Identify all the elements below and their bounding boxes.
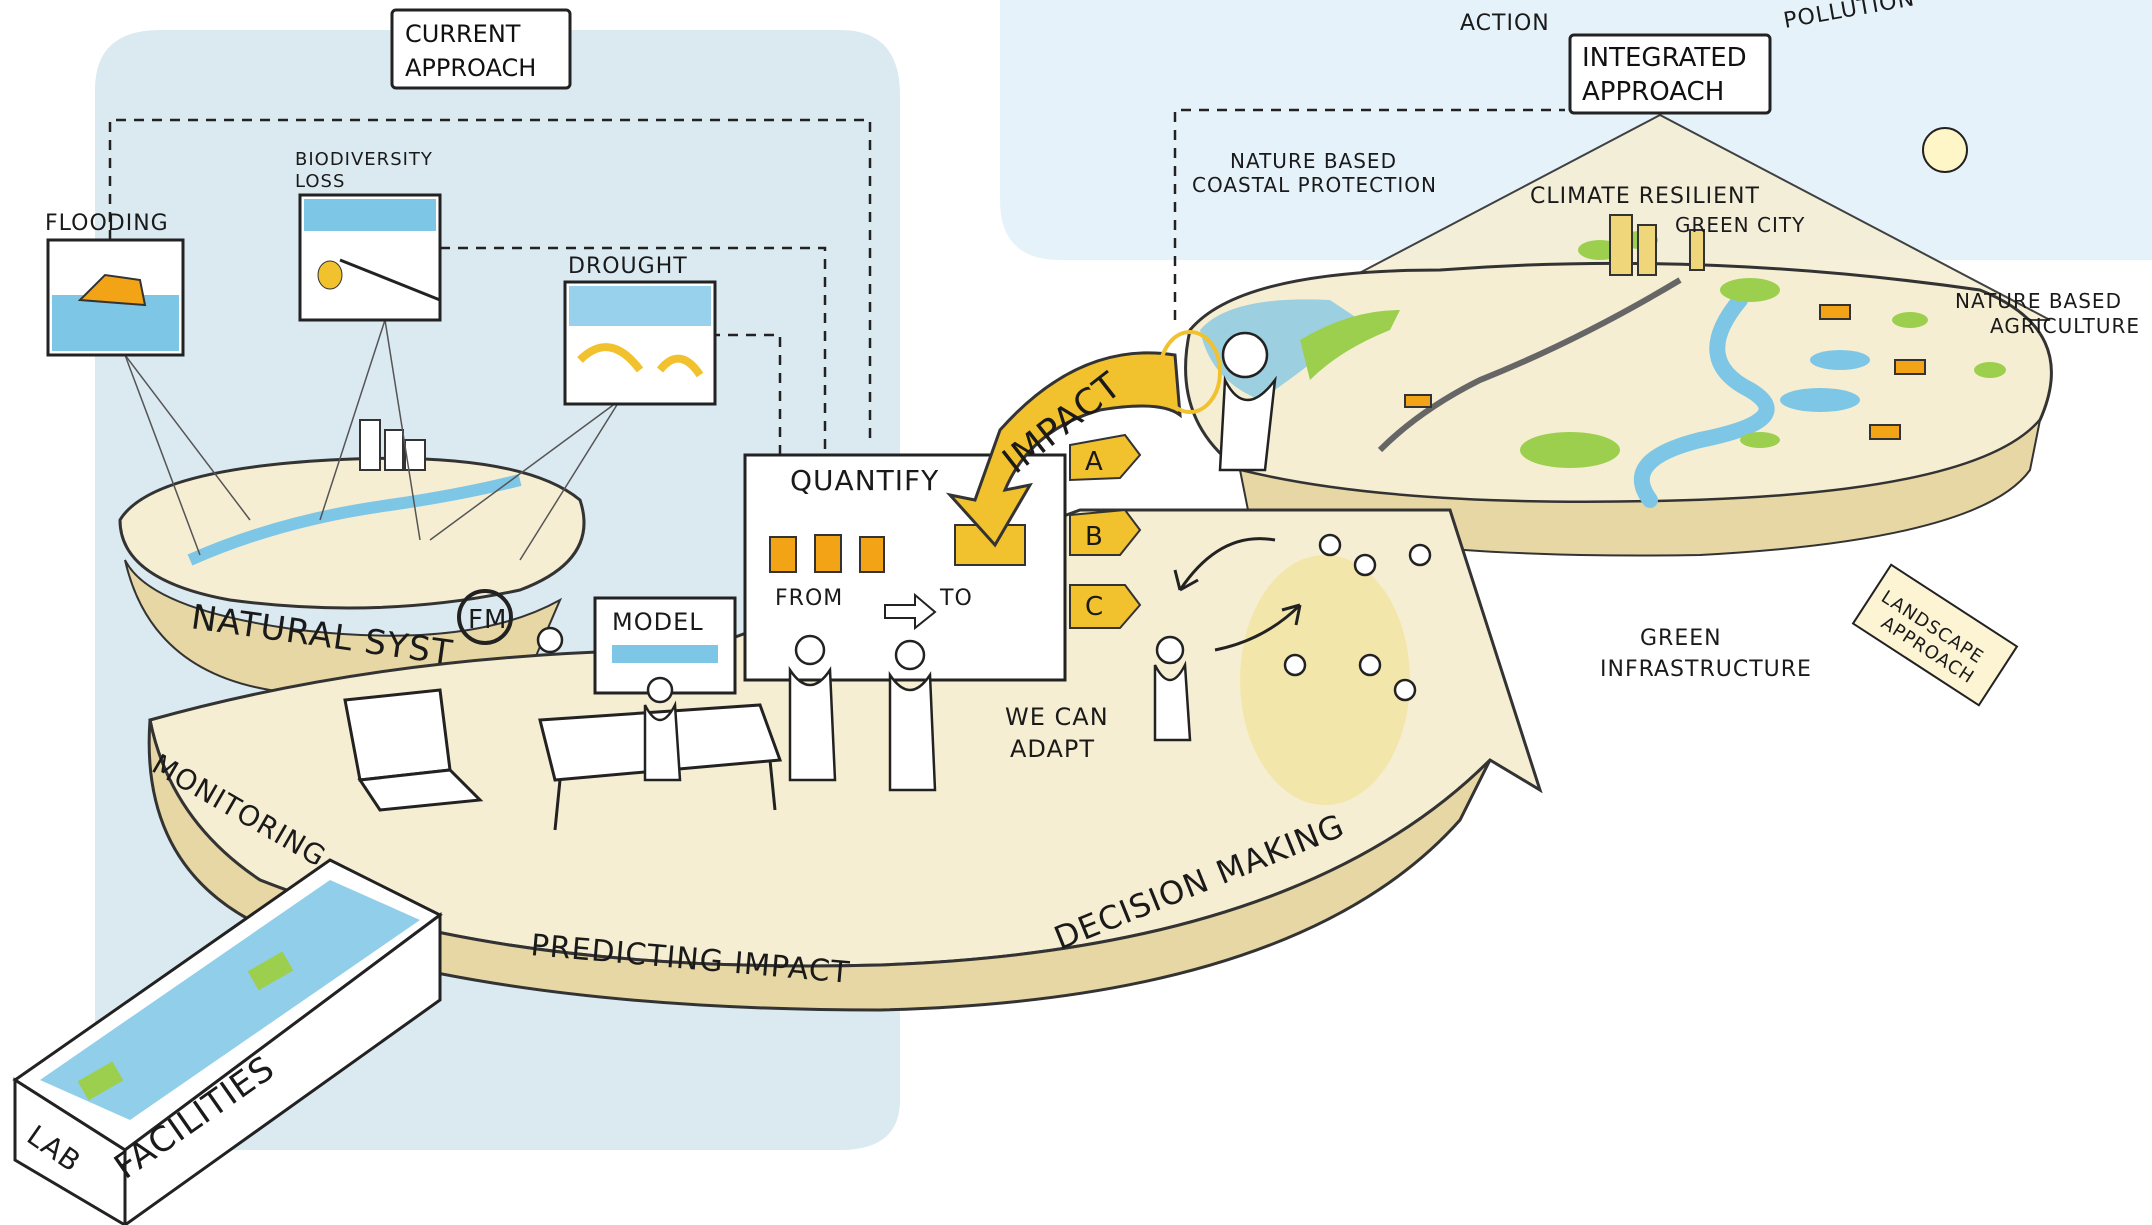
- current-approach-line-2: APPROACH: [405, 54, 536, 82]
- people: [536, 331, 1432, 792]
- option-c-label: C: [1085, 592, 1104, 622]
- lab-facilities: [12, 858, 443, 1225]
- from-label: FROM: [775, 586, 843, 611]
- city-label-1: CLIMATE RESILIENT: [1530, 184, 1760, 209]
- quantify-bar-3: [859, 536, 885, 573]
- flooding-photo: [46, 238, 185, 357]
- coastal-label-1: NATURE BASED: [1230, 149, 1397, 173]
- flooding-label: FLOODING: [45, 211, 169, 236]
- decision-arrows: [1173, 537, 1302, 652]
- to-label: TO: [939, 586, 973, 611]
- coast-green: [1300, 310, 1400, 380]
- natural-buildings: [359, 419, 426, 471]
- biodiversity-label-1: BIODIVERSITY: [295, 149, 433, 170]
- landscape-island: [1184, 261, 2053, 504]
- fm-label: FM: [468, 605, 507, 635]
- we-can-adapt-line-2: ADAPT: [1010, 735, 1095, 763]
- model-computer: [593, 596, 737, 695]
- we-can-adapt-line-1: WE CAN: [1005, 703, 1109, 731]
- option-tag-a: [1069, 433, 1142, 482]
- integrated-approach-line-2: APPROACH: [1582, 77, 1724, 107]
- model-label: MODEL: [612, 608, 704, 636]
- road: [1377, 277, 1682, 453]
- natural-river: [187, 474, 522, 566]
- green-infra-label-1: GREEN: [1640, 626, 1722, 651]
- projection-lines: [124, 319, 621, 561]
- green-infra-label-2: INFRASTRUCTURE: [1600, 657, 1812, 682]
- landscape-approach-tag: [1851, 563, 2019, 707]
- integrated-approach-box: [1568, 33, 1772, 115]
- river: [1633, 292, 1775, 508]
- city-label-2: GREEN CITY: [1675, 213, 1805, 237]
- from-to-arrow: [884, 592, 937, 631]
- drought-label: DROUGHT: [568, 254, 688, 279]
- people-spotlight: [1240, 555, 1410, 805]
- quantify-label: QUANTIFY: [790, 464, 939, 497]
- dashed-connectors: [108, 108, 1565, 460]
- drought-photo: [563, 280, 717, 406]
- option-b-label: B: [1085, 522, 1104, 552]
- magnifier-icon: [457, 589, 513, 645]
- impact-arrow: [945, 351, 1182, 548]
- action-label: ACTION: [1460, 11, 1550, 36]
- current-approach-box: [390, 8, 572, 90]
- quantify-bar-1: [769, 536, 797, 573]
- city-buildings: [1609, 214, 1705, 276]
- farm-houses: [1404, 304, 1926, 440]
- integrated-approach-line-1: INTEGRATED: [1582, 43, 1747, 73]
- pond: [1810, 350, 1870, 370]
- agri-label-2: AGRICULTURE: [1990, 314, 2140, 338]
- biodiversity-label-2: LOSS: [295, 171, 345, 192]
- quantify-bar-2: [814, 534, 842, 573]
- integrated-approach-sky: [1000, 0, 2152, 260]
- option-tags: [1069, 433, 1142, 629]
- option-a-label: A: [1085, 447, 1104, 477]
- option-tag-b: [1069, 508, 1142, 556]
- option-tag-c: [1069, 584, 1142, 629]
- measuring-bucket: [1158, 330, 1222, 414]
- pond-2: [1780, 388, 1860, 412]
- laptop: [343, 688, 484, 812]
- biodiversity-photo: [298, 193, 442, 322]
- agri-label-1: NATURE BASED: [1955, 289, 2122, 313]
- coastal-label-2: COASTAL PROTECTION: [1192, 173, 1437, 197]
- sun-icon: [1922, 127, 1968, 173]
- current-approach-line-1: CURRENT: [405, 20, 521, 48]
